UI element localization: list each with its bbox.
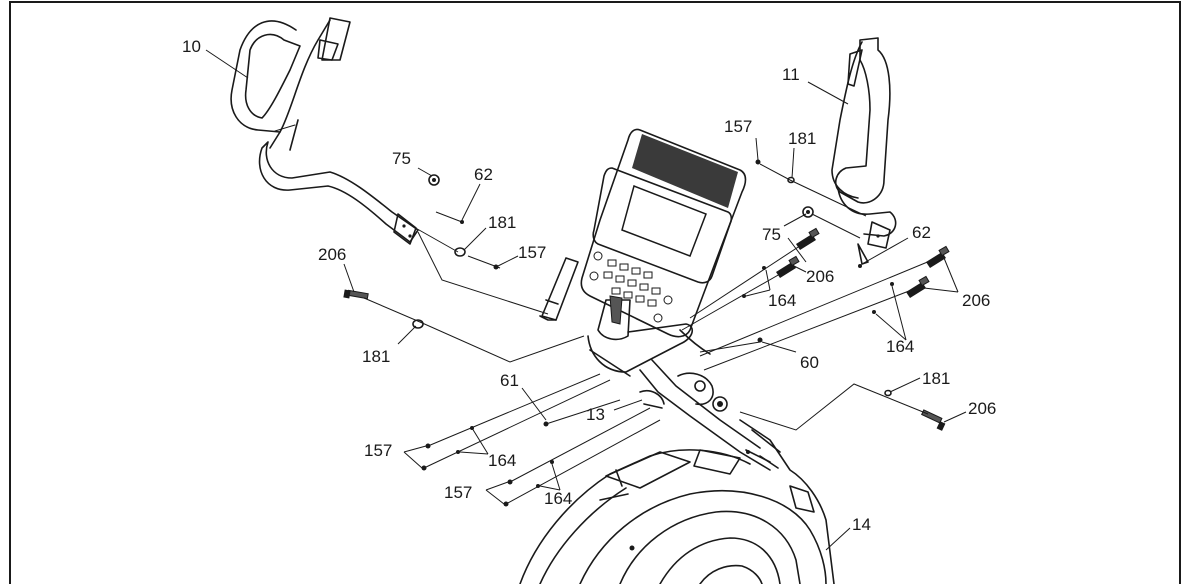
callout-157-bottom: 157	[444, 483, 472, 502]
console-keypad	[589, 251, 673, 323]
callout-62-left: 62	[474, 165, 493, 184]
callout-157-left: 157	[518, 243, 546, 262]
base-housing	[519, 449, 827, 584]
callout-labels: 10 11 157 181 75 62 181 157 206 181 75 6…	[182, 37, 996, 534]
assembly-lines	[363, 163, 943, 505]
callout-164-lower-left: 164	[488, 451, 516, 470]
callout-leaders	[205, 49, 967, 551]
callout-75-right: 75	[762, 225, 781, 244]
callout-10: 10	[182, 37, 201, 56]
callout-75-left: 75	[392, 149, 411, 168]
right-handlebar	[831, 37, 897, 265]
callout-181-left: 181	[488, 213, 516, 232]
callout-157-lower-left: 157	[364, 441, 392, 460]
callout-13: 13	[586, 405, 605, 424]
left-handlebar	[230, 17, 419, 245]
callout-60: 60	[800, 353, 819, 372]
callout-157-top: 157	[724, 117, 752, 136]
callout-206-lower-right: 206	[968, 399, 996, 418]
bolt-206-left	[343, 289, 369, 300]
callout-164-center: 164	[768, 291, 796, 310]
callout-181-lower-right: 181	[922, 369, 950, 388]
callout-11: 11	[782, 65, 800, 84]
callout-164-bottom: 164	[544, 489, 572, 508]
console	[539, 128, 747, 341]
callout-206-center: 206	[806, 267, 834, 286]
diagram-frame	[9, 1, 1181, 584]
callout-62-right: 62	[912, 223, 931, 242]
callout-61: 61	[500, 371, 519, 390]
callout-181-top: 181	[788, 129, 816, 148]
callout-181-lower-left: 181	[362, 347, 390, 366]
callout-14: 14	[852, 515, 871, 534]
callout-164-right: 164	[886, 337, 914, 356]
callout-206-left: 206	[318, 245, 346, 264]
callout-206-right: 206	[962, 291, 990, 310]
mast-assembly	[587, 323, 835, 584]
